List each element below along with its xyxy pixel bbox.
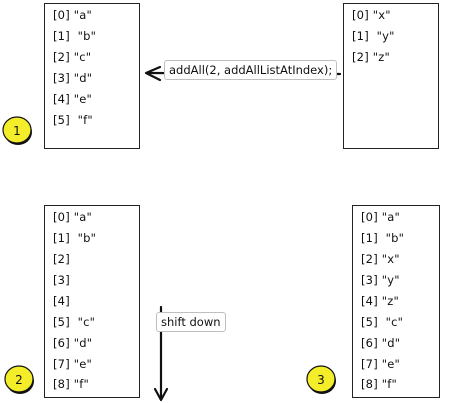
list-item: [2] "z" xyxy=(352,50,390,64)
list-item: [2] "x" xyxy=(361,252,400,266)
list-item: [6] "d" xyxy=(361,336,401,350)
list-item: [2] xyxy=(53,252,70,266)
step-number: 3 xyxy=(317,373,325,387)
list-item: [1] "y" xyxy=(352,29,395,43)
list-item: [5] "f" xyxy=(53,113,93,127)
list-item: [1] "b" xyxy=(53,231,97,245)
circle-badge-icon xyxy=(306,365,336,394)
list-item: [8] "f" xyxy=(361,377,397,391)
step-number: 2 xyxy=(15,373,23,387)
list-item: [3] "d" xyxy=(53,71,93,85)
list-item: [0] "x" xyxy=(352,8,391,22)
list-item: [0] "a" xyxy=(53,210,92,224)
list-item: [4] "e" xyxy=(53,92,92,106)
list-item: [3] xyxy=(53,273,70,287)
step2-shifted-list: [0] "a" [1] "b" [2] [3] [4] [5] "c" [6] … xyxy=(44,205,140,398)
list-item: [4] "z" xyxy=(361,294,399,308)
step1-badge: 1 xyxy=(2,116,32,146)
step3-result-list: [0] "a" [1] "b" [2] "x" [3] "y" [4] "z" … xyxy=(352,205,440,398)
list-item: [6] "d" xyxy=(53,336,93,350)
list-item: [4] xyxy=(53,294,70,308)
step2-badge: 2 xyxy=(4,365,34,395)
list-item: [5] "c" xyxy=(361,315,404,329)
list-item: [0] "a" xyxy=(361,210,400,224)
step3-badge: 3 xyxy=(306,365,336,395)
step-number: 1 xyxy=(13,124,21,138)
list-item: [7] "e" xyxy=(53,357,92,371)
addall-callout: addAll(2, addAllListAtIndex); xyxy=(164,60,338,80)
list-item: [0] "a" xyxy=(53,8,92,22)
step1-original-list: [0] "a" [1] "b" [2] "c" [3] "d" [4] "e" … xyxy=(44,3,140,149)
circle-badge-icon xyxy=(2,116,32,145)
list-item: [3] "y" xyxy=(361,273,400,287)
list-item: [5] "c" xyxy=(53,315,96,329)
list-item: [7] "e" xyxy=(361,357,400,371)
list-item: [1] "b" xyxy=(361,231,405,245)
step1-insert-list: [0] "x" [1] "y" [2] "z" xyxy=(343,3,439,149)
list-item: [8] "f" xyxy=(53,377,89,391)
circle-badge-icon xyxy=(4,365,34,394)
shift-down-callout: shift down xyxy=(156,312,226,332)
list-item: [1] "b" xyxy=(53,29,97,43)
list-item: [2] "c" xyxy=(53,50,92,64)
